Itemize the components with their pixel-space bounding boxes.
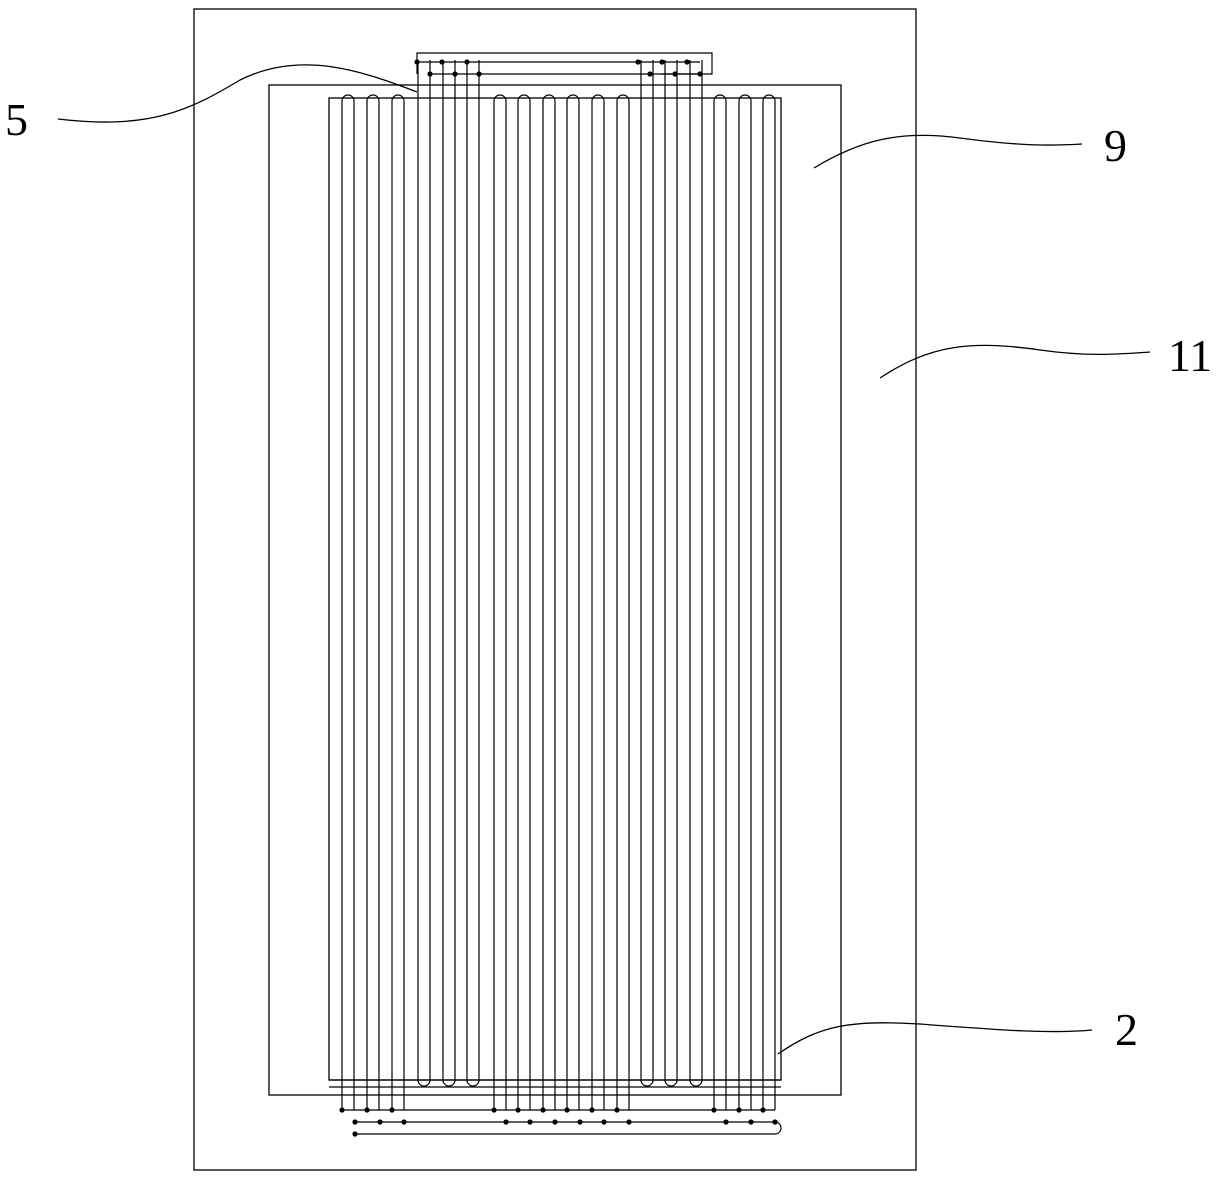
bottom-manifold-return bbox=[355, 1121, 782, 1135]
junction-dot bbox=[452, 71, 458, 77]
junction-dot bbox=[564, 1107, 570, 1113]
junction-dot bbox=[401, 1119, 407, 1125]
tube-loop-top bbox=[762, 94, 776, 1110]
tube-loop-top bbox=[366, 94, 380, 1110]
label-9: 9 bbox=[1104, 120, 1127, 171]
junction-dot bbox=[476, 71, 482, 77]
tube-loop-top bbox=[738, 94, 752, 1110]
junction-dot bbox=[503, 1119, 509, 1125]
junction-dot bbox=[414, 59, 420, 65]
junction-dot bbox=[515, 1107, 521, 1113]
leader-lines bbox=[57, 64, 1151, 1055]
tube-loop-bottom bbox=[664, 60, 678, 1087]
leader-2 bbox=[777, 1022, 1093, 1055]
junction-dot bbox=[635, 59, 641, 65]
tube-loop-bottom bbox=[442, 60, 456, 1087]
outer-plate bbox=[193, 8, 917, 1171]
leader-11 bbox=[879, 344, 1151, 379]
junction-dot bbox=[684, 59, 690, 65]
junction-dot bbox=[364, 1107, 370, 1113]
tube-loop-top bbox=[713, 94, 727, 1110]
label-5: 5 bbox=[5, 94, 28, 145]
junction-dot bbox=[760, 1107, 766, 1113]
junction-dot bbox=[577, 1119, 583, 1125]
junction-dot bbox=[772, 1119, 778, 1125]
junction-dot bbox=[626, 1119, 632, 1125]
junction-dot bbox=[736, 1107, 742, 1113]
junction-dot bbox=[748, 1119, 754, 1125]
tube-loop-top bbox=[517, 94, 531, 1110]
junction-dot bbox=[601, 1119, 607, 1125]
tube-loop-bottom bbox=[640, 60, 654, 1087]
label-11: 11 bbox=[1168, 330, 1212, 381]
tube-loop-top bbox=[542, 94, 556, 1110]
junction-dot bbox=[377, 1119, 383, 1125]
tube-loop-top bbox=[616, 94, 630, 1110]
manifold-pipes bbox=[342, 52, 782, 1135]
tube-loop-bottom bbox=[466, 60, 480, 1087]
serpentine-tubes bbox=[341, 60, 776, 1110]
junction-dot bbox=[339, 1107, 345, 1113]
tube-loop-bottom bbox=[417, 60, 431, 1087]
junction-dot bbox=[723, 1119, 729, 1125]
junction-dot bbox=[697, 71, 703, 77]
junction-dot bbox=[672, 71, 678, 77]
leader-9 bbox=[813, 134, 1083, 169]
junction-dot bbox=[464, 59, 470, 65]
junction-dot bbox=[491, 1107, 497, 1113]
tube-loop-top bbox=[341, 94, 355, 1110]
label-2: 2 bbox=[1115, 1004, 1138, 1055]
junction-dot bbox=[540, 1107, 546, 1113]
junction-dot bbox=[439, 59, 445, 65]
leader-5 bbox=[57, 64, 418, 123]
tube-loop-top bbox=[493, 94, 507, 1110]
junction-dots bbox=[339, 59, 778, 1137]
junction-dot bbox=[552, 1119, 558, 1125]
top-manifold-outer bbox=[416, 52, 713, 75]
junction-dot bbox=[647, 71, 653, 77]
junction-dot bbox=[711, 1107, 717, 1113]
junction-dot bbox=[589, 1107, 595, 1113]
junction-dot bbox=[527, 1119, 533, 1125]
tube-loop-top bbox=[566, 94, 580, 1110]
junction-dot bbox=[352, 1131, 358, 1137]
tube-loop-top bbox=[591, 94, 605, 1110]
junction-dot bbox=[352, 1119, 358, 1125]
junction-dot bbox=[389, 1107, 395, 1113]
tube-loop-top bbox=[391, 94, 405, 1110]
tube-loop-bottom bbox=[689, 60, 703, 1087]
junction-dot bbox=[427, 71, 433, 77]
junction-dot bbox=[659, 59, 665, 65]
junction-dot bbox=[614, 1107, 620, 1113]
